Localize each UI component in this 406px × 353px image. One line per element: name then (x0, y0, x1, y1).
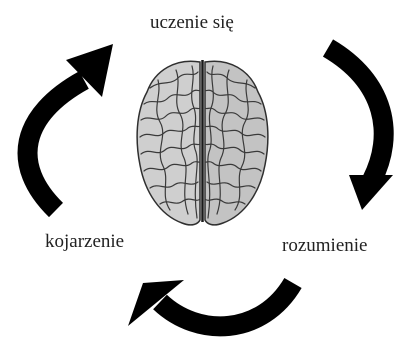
brain-illustration (136, 60, 269, 226)
arrowhead-icon (128, 280, 184, 326)
arrow-top-left (17, 44, 113, 218)
curved-arrow-icon (153, 277, 302, 337)
label-associating: kojarzenie (45, 231, 125, 252)
label-understanding: rozumienie (282, 235, 368, 256)
label-learning: uczenie się (150, 12, 234, 33)
curved-arrow-icon (17, 71, 89, 218)
arrow-bottom (128, 277, 302, 337)
brain-right-hemisphere (204, 60, 269, 226)
arrowhead-icon (349, 175, 393, 210)
arrow-right (322, 39, 394, 210)
arrowhead-icon (66, 44, 113, 97)
curved-arrow-icon (322, 39, 394, 185)
brain-left-hemisphere (136, 60, 201, 226)
